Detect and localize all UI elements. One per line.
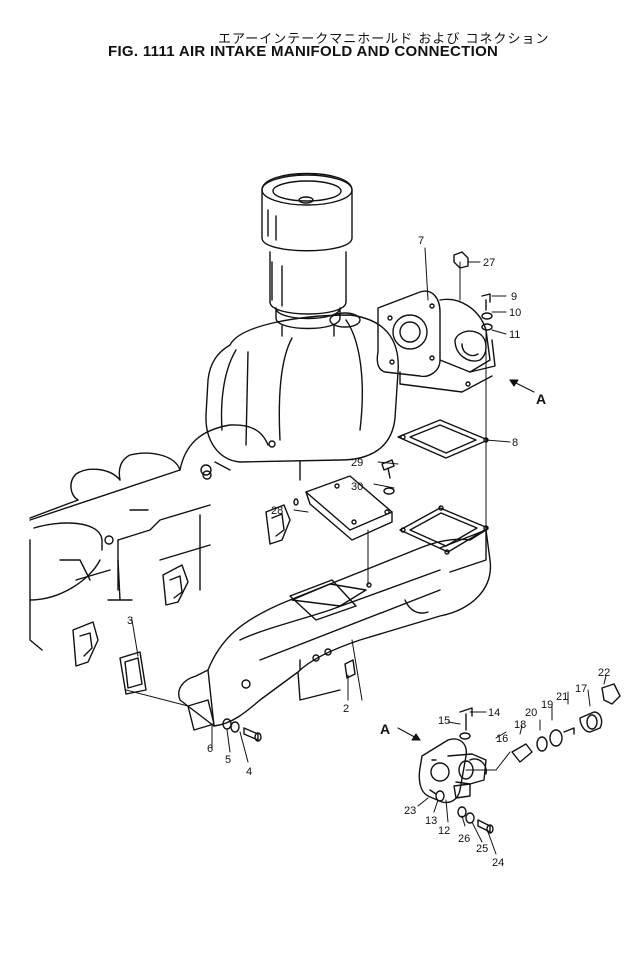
callout-30: 30 xyxy=(351,481,363,493)
connection-assembly xyxy=(418,683,621,834)
callout-17: 17 xyxy=(575,683,587,695)
callout-16: 16 xyxy=(496,733,508,745)
callout-15: 15 xyxy=(438,715,450,727)
callout-14: 14 xyxy=(488,707,500,719)
callout-7: 7 xyxy=(418,235,424,247)
air-cleaner xyxy=(261,172,353,337)
callout-12: 12 xyxy=(438,825,450,837)
callout-10: 10 xyxy=(509,307,521,319)
elbow-7 xyxy=(376,290,496,393)
cover-plate-28 xyxy=(305,475,393,541)
callout-5: 5 xyxy=(225,754,231,766)
callout-29: 29 xyxy=(351,457,363,469)
callout-labels: 2 3 4 5 6 7 8 9 10 11 12 13 14 15 16 17 … xyxy=(127,235,610,869)
figure-title: FIG. 1111 AIR INTAKE MANIFOLD AND CONNEC… xyxy=(108,43,499,60)
figure-title-japanese: エアーインテークマニホールド および コネクション xyxy=(218,32,550,47)
callout-20: 20 xyxy=(525,707,537,719)
leader-lines xyxy=(125,247,607,855)
lower-left-fasteners xyxy=(222,659,356,742)
callout-9: 9 xyxy=(511,291,517,303)
callout-6: 6 xyxy=(207,743,213,755)
callout-8: 8 xyxy=(512,437,518,449)
callout-11: 11 xyxy=(509,329,520,341)
callout-23: 23 xyxy=(404,805,416,817)
callout-21: 21 xyxy=(556,691,568,703)
callout-28: 28 xyxy=(271,505,283,517)
intake-manifold xyxy=(178,505,492,731)
plug-2 xyxy=(344,659,356,679)
engine-head-outline xyxy=(29,424,291,667)
callout-3: 3 xyxy=(127,615,133,627)
callout-2: 2 xyxy=(343,703,349,715)
view-a-arrows xyxy=(397,379,535,741)
intake-duct-body xyxy=(200,312,399,481)
callout-22: 22 xyxy=(598,667,610,679)
gasket-3 xyxy=(119,651,147,695)
view-marker-a-upper: A xyxy=(536,391,546,407)
callout-25: 25 xyxy=(476,843,488,855)
gasket-8 xyxy=(397,419,489,459)
callout-19: 19 xyxy=(541,699,553,711)
callout-26: 26 xyxy=(458,833,470,845)
callout-18: 18 xyxy=(514,719,526,731)
callout-4: 4 xyxy=(246,766,252,778)
nut-27 xyxy=(453,251,469,269)
upper-fasteners xyxy=(293,251,493,506)
view-marker-a-lower: A xyxy=(380,721,390,737)
callout-24: 24 xyxy=(492,857,504,869)
callout-27: 27 xyxy=(483,257,495,269)
callout-13: 13 xyxy=(425,815,437,827)
